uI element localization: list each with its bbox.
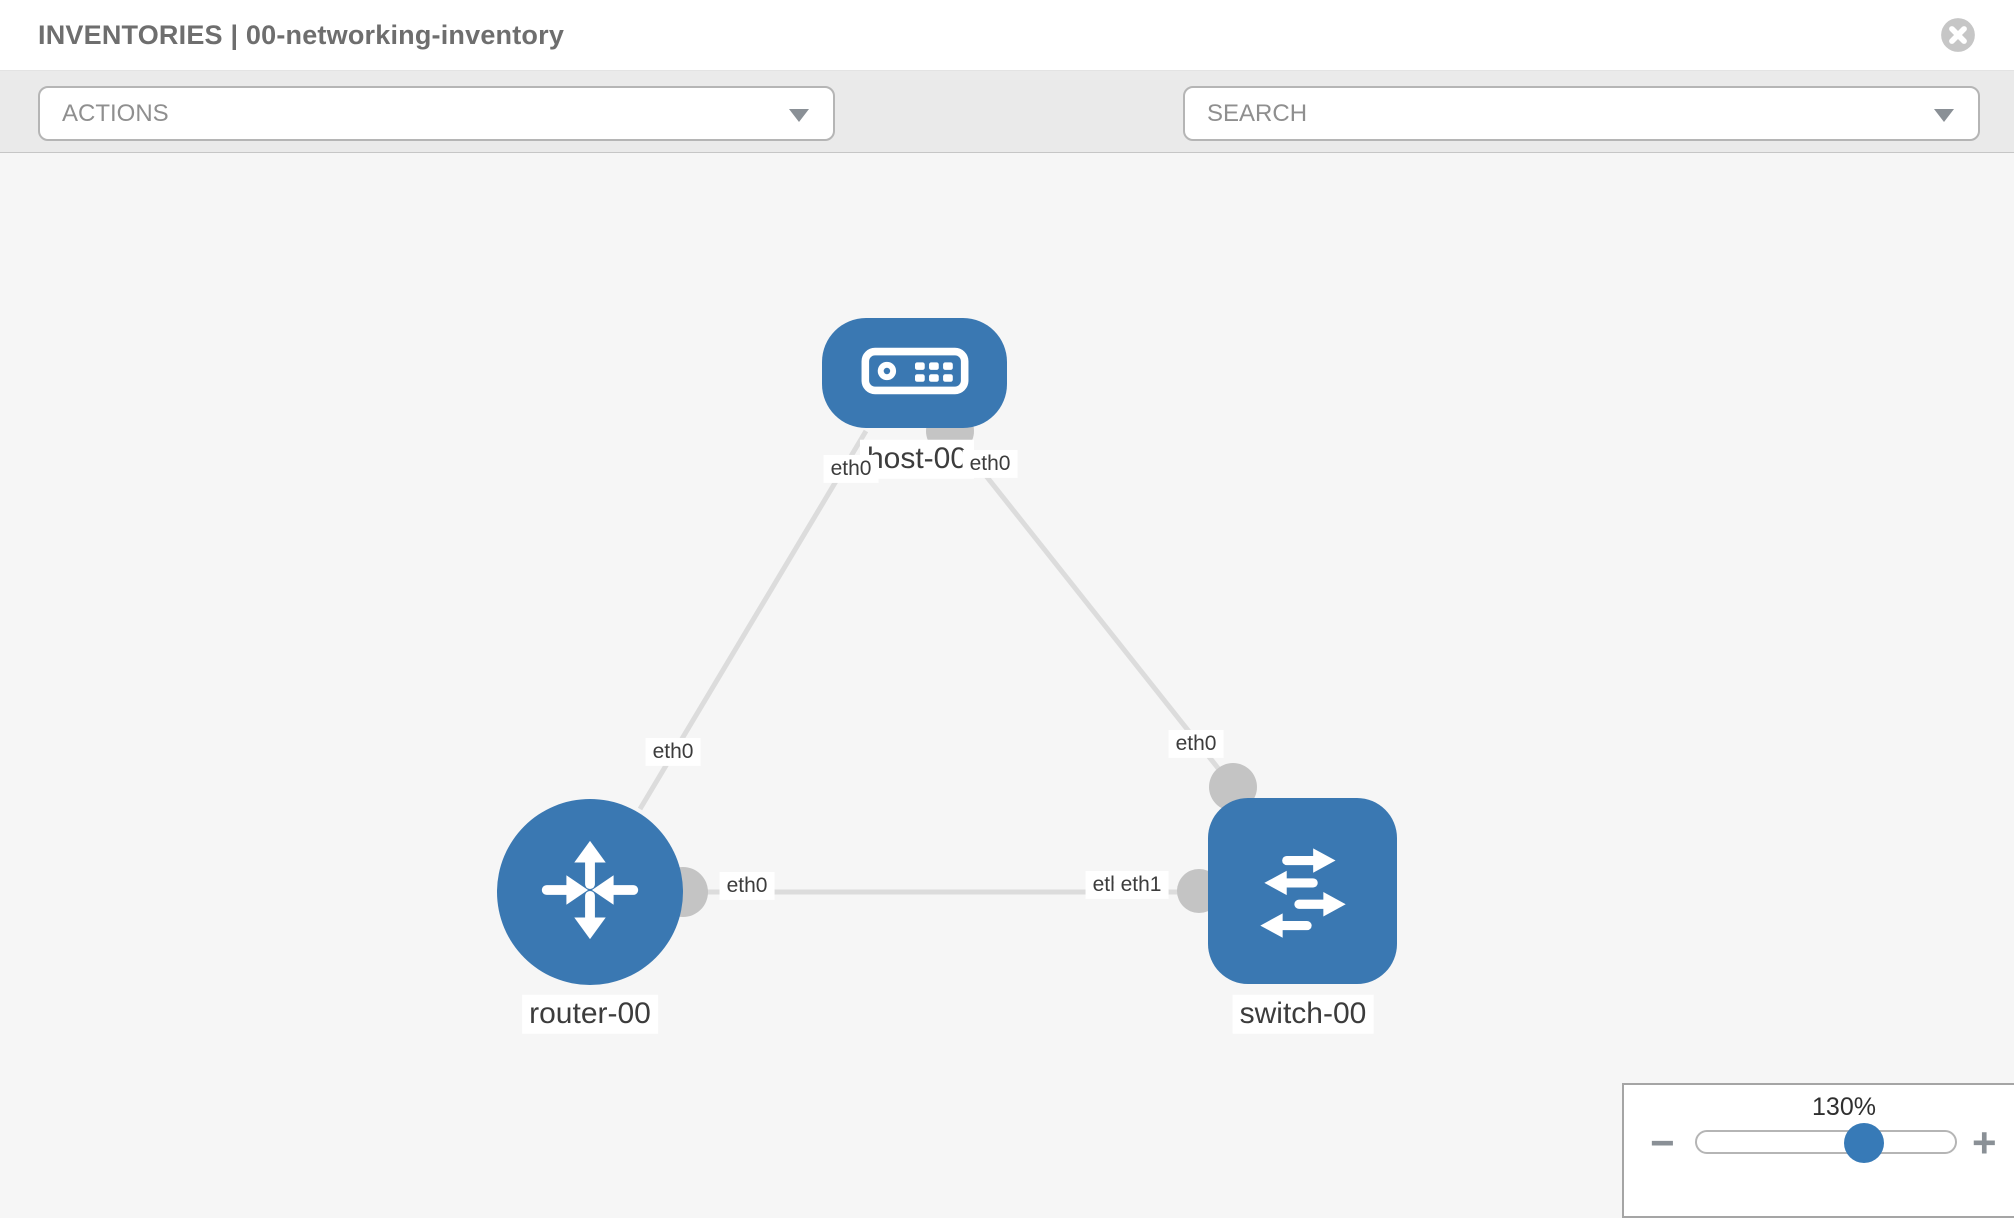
- chevron-down-icon: [1934, 108, 1954, 122]
- plus-icon: +: [1972, 1119, 1997, 1166]
- actions-dropdown-label: ACTIONS: [62, 99, 169, 127]
- node-router-00[interactable]: [497, 799, 683, 985]
- header: INVENTORIES | 00-networking-inventory: [0, 0, 2014, 71]
- node-label-host: host-00: [859, 439, 975, 479]
- zoom-in-button[interactable]: +: [1972, 1115, 1997, 1171]
- search-placeholder: SEARCH: [1207, 99, 1308, 127]
- topology-edges-layer: [637, 407, 1257, 917]
- toolbar: ACTIONS SEARCH: [0, 71, 2014, 205]
- node-switch-00[interactable]: [1208, 798, 1397, 984]
- zoom-slider-knob[interactable]: [1844, 1123, 1884, 1163]
- router-icon: [531, 831, 649, 954]
- port-label-host-to-switch: eth0: [962, 449, 1018, 479]
- port-label-switch-from-router: eth1: [1113, 870, 1169, 900]
- chevron-down-icon: [789, 108, 809, 122]
- port-label-router-to-switch: eth0: [719, 871, 775, 901]
- zoom-percent-value: 130%: [1812, 1093, 1876, 1121]
- node-host-00[interactable]: [822, 318, 1007, 428]
- minus-icon: −: [1650, 1119, 1675, 1166]
- close-button[interactable]: [1940, 17, 1976, 53]
- page-title: INVENTORIES | 00-networking-inventory: [38, 19, 565, 50]
- topology-canvas[interactable]: host-00 router-00 switch-00 eth0 eth0 et…: [0, 153, 2014, 1200]
- zoom-slider-track[interactable]: [1695, 1130, 1957, 1154]
- port-label-router-from-host: eth0: [645, 737, 701, 767]
- actions-dropdown[interactable]: ACTIONS: [38, 86, 835, 141]
- node-label-switch: switch-00: [1232, 994, 1374, 1034]
- node-label-router: router-00: [522, 994, 658, 1034]
- host-icon: [861, 347, 969, 400]
- port-label-host-to-router: eth0: [823, 454, 879, 484]
- zoom-control-panel: 130% − +: [1622, 1083, 2014, 1218]
- switch-icon: [1242, 828, 1364, 955]
- search-dropdown[interactable]: SEARCH: [1183, 86, 1980, 141]
- port-label-switch-from-host: eth0: [1168, 729, 1224, 759]
- zoom-out-button[interactable]: −: [1650, 1115, 1675, 1171]
- edge-host-switch: [950, 431, 1235, 789]
- close-icon: [1940, 18, 1976, 56]
